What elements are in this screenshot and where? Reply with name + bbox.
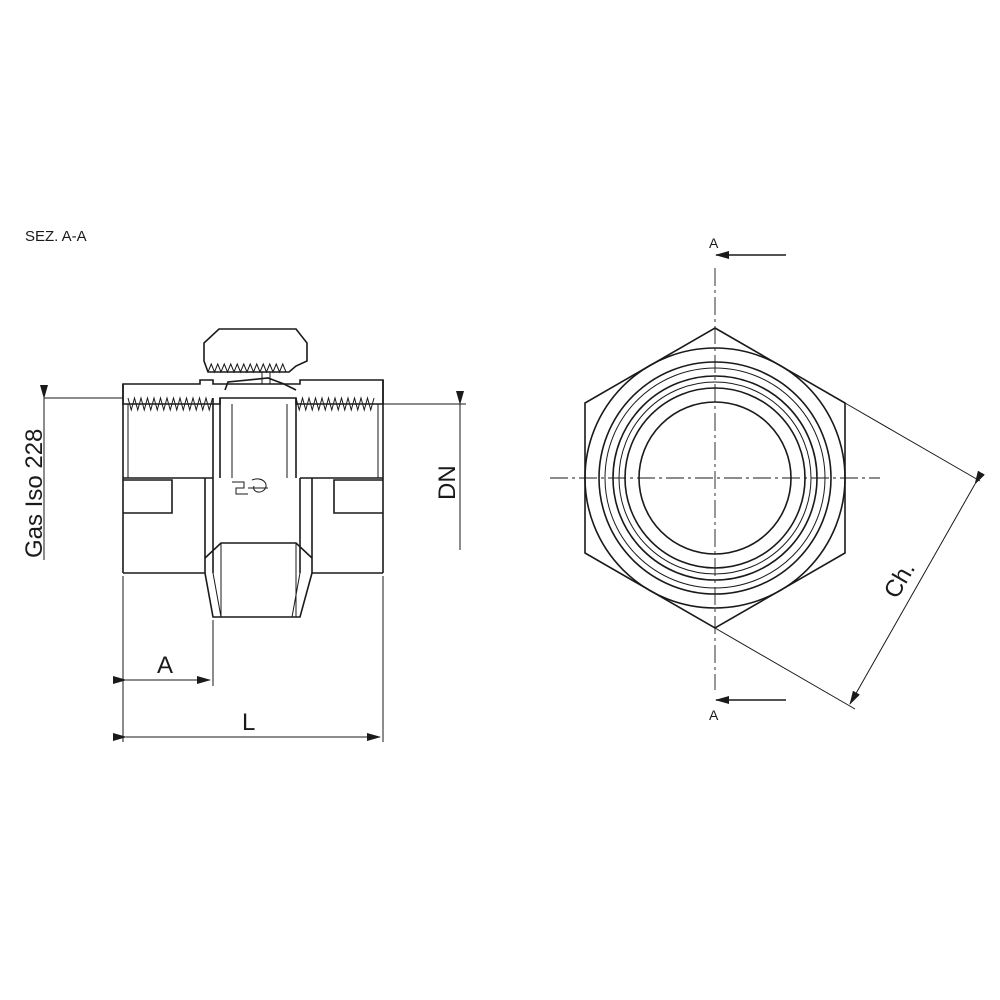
section-marker-top: A: [709, 235, 786, 259]
upper-body-section: [122, 379, 384, 405]
dimension-a: A: [113, 576, 214, 742]
section-marker-bottom-label: A: [709, 707, 719, 723]
wrench-size-label: Ch.: [879, 557, 921, 603]
dimension-l: L: [113, 576, 384, 742]
section-marker-top-label: A: [709, 235, 719, 251]
section-view: Gas Iso 228 DN A L: [21, 328, 466, 742]
thread-standard-label: Gas Iso 228: [21, 429, 48, 558]
thread-profile-left: [127, 396, 213, 412]
front-view: A A Ch.: [550, 235, 985, 723]
engagement-length-label: A: [157, 652, 173, 679]
union-nut-lower: [204, 478, 313, 618]
nominal-diameter-label: DN: [434, 465, 461, 500]
dimension-thread: Gas Iso 228: [21, 385, 123, 560]
dimension-wrench-size: Ch.: [714, 402, 985, 710]
overall-length-label: L: [242, 709, 255, 736]
thread-profile-right: [295, 396, 375, 412]
section-marker-bottom: A: [709, 696, 786, 723]
section-title: SEZ. A-A: [25, 228, 87, 245]
union-nut-section: [203, 328, 308, 374]
dimension-dn: DN: [383, 391, 466, 550]
